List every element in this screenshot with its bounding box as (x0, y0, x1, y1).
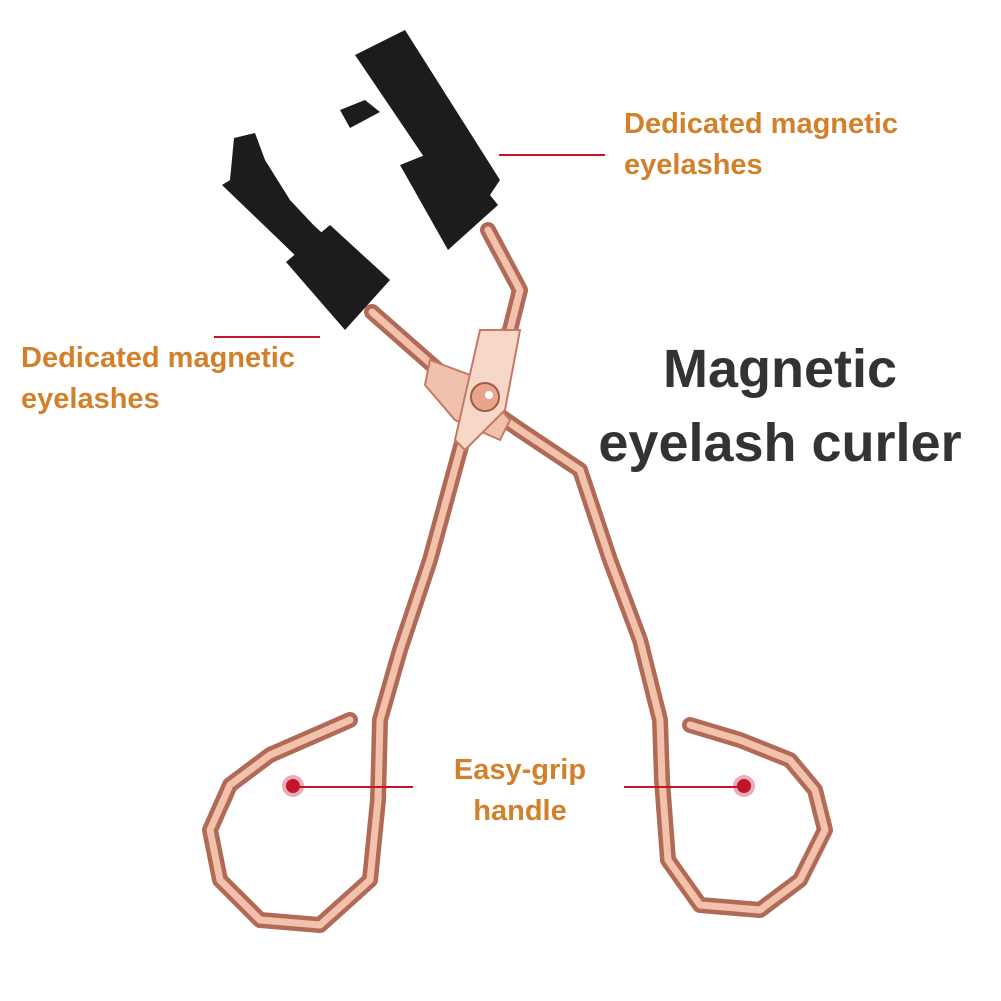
handle-marker-right (737, 779, 751, 793)
callout-left-line1: Dedicated magnetic (21, 342, 295, 374)
leader-line-top-right (499, 154, 605, 156)
hinge-rivet (470, 382, 500, 412)
leader-line-left (214, 336, 320, 338)
callout-top-right: Dedicated magnetic eyelashes (624, 104, 898, 186)
callout-top-right-line1: Dedicated magnetic (624, 108, 898, 140)
product-title-line1: Magnetic (662, 339, 898, 399)
callout-left: Dedicated magnetic eyelashes (21, 338, 295, 420)
product-title-line2: eyelash curler (598, 413, 962, 473)
callout-left-line2: eyelashes (21, 383, 160, 415)
leader-line-handle-right (624, 786, 744, 788)
callout-handle-line1: Easy-grip (453, 754, 587, 786)
product-title: Magnetic eyelash curler (580, 332, 980, 480)
callout-handle-line2: handle (473, 795, 567, 827)
callout-handle: Easy-grip handle (420, 750, 620, 832)
callout-top-right-line2: eyelashes (624, 149, 763, 181)
leader-line-handle-left (293, 786, 413, 788)
